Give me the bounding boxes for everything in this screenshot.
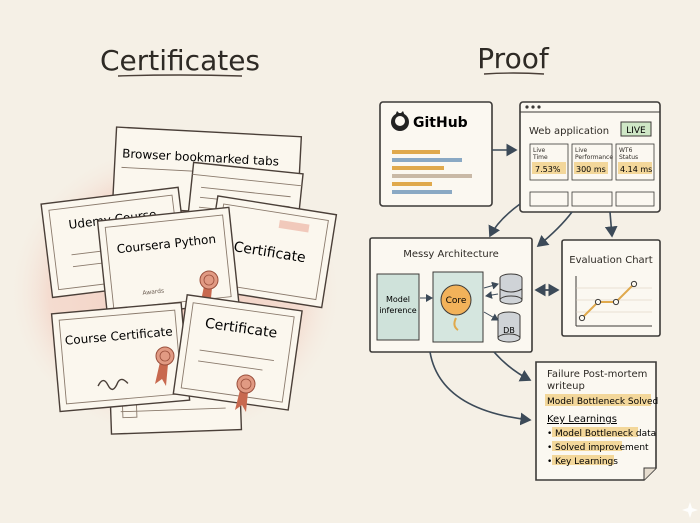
svg-text:Model: Model <box>386 295 410 304</box>
svg-text:300 ms: 300 ms <box>576 165 606 174</box>
proof-section: Proof GitHub <box>369 42 661 481</box>
certificates-section: Certificates Browser bookmarked tabs Ude… <box>7 44 343 442</box>
architecture-title: Messy Architecture <box>403 249 499 260</box>
svg-text:Live: Live <box>533 147 546 154</box>
model-inference-box <box>376 273 420 341</box>
svg-text:Time: Time <box>532 154 548 161</box>
svg-text:•: • <box>547 443 552 453</box>
live-badge <box>620 121 652 137</box>
evaluation-chart-panel: Evaluation Chart <box>561 239 661 337</box>
certificates-title: Certificates <box>100 44 260 77</box>
db-cylinder-top <box>499 273 523 305</box>
title-underline <box>117 74 243 77</box>
ribbon-seal-bottom <box>235 374 256 412</box>
svg-text:WT6: WT6 <box>619 147 633 154</box>
postmortem-panel: Failure Post-mortem writeup Model Bottle… <box>535 361 658 481</box>
eval-line <box>581 283 635 319</box>
metric-card-1: Live Time 7.53% <box>529 143 569 181</box>
bullet-2: Solved improvement <box>555 443 649 453</box>
svg-text:inference: inference <box>379 306 417 315</box>
github-panel: GitHub <box>379 101 493 207</box>
db-cylinder-bottom: DB <box>497 311 521 343</box>
webapp-title: Web application <box>529 126 609 137</box>
sparkle-icon <box>682 502 698 518</box>
postmortem-title-2: writeup <box>547 381 585 392</box>
ribbon-seal-course <box>155 346 175 386</box>
webapp-footer-tiles <box>529 191 655 207</box>
core-circle <box>440 284 472 316</box>
svg-text:•: • <box>547 457 552 467</box>
signature-text: Awards <box>142 288 164 297</box>
architecture-panel: Messy Architecture Model inference Core <box>369 237 533 353</box>
code-lines <box>392 150 472 194</box>
eval-chart-title: Evaluation Chart <box>569 255 653 266</box>
bullet-1: Model Bottleneck data <box>555 429 656 439</box>
github-octocat-icon <box>391 111 409 131</box>
github-label: GitHub <box>413 115 468 131</box>
live-badge-text: LIVE <box>626 126 646 136</box>
connector-arrows <box>429 143 618 426</box>
proof-title-underline <box>483 72 545 75</box>
svg-text:4.14 ms: 4.14 ms <box>620 165 652 174</box>
postmortem-highlight: Model Bottleneck Solved <box>547 397 658 407</box>
postmortem-subheading: Key Learnings <box>547 414 617 425</box>
metric-card-2: Live Performance 300 ms <box>571 143 613 181</box>
svg-text:Status: Status <box>619 154 638 161</box>
svg-text:Live: Live <box>575 147 588 154</box>
core-label: Core <box>446 296 467 306</box>
svg-text:•: • <box>547 429 552 439</box>
metric-card-3: WT6 Status 4.14 ms <box>615 143 655 181</box>
course-certificate-card: Course Certificate <box>50 301 191 413</box>
proof-title: Proof <box>477 42 550 75</box>
webapp-panel: Web application LIVE Live Time 7.53% Liv… <box>519 101 661 213</box>
certificate-bottom-card: Certificate <box>172 294 303 411</box>
postmortem-title-1: Failure Post-mortem <box>547 369 647 380</box>
svg-text:7.53%: 7.53% <box>535 165 561 174</box>
svg-text:Performance: Performance <box>575 154 613 161</box>
bullet-3: Key Learnings <box>555 457 618 467</box>
db-label: DB <box>503 326 515 335</box>
